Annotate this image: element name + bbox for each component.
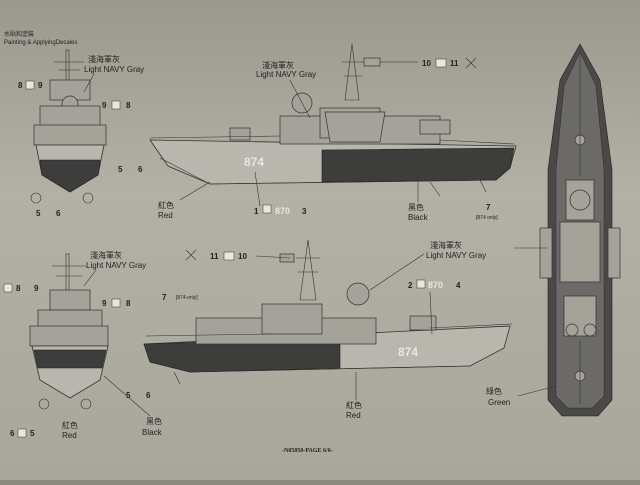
top-side-view: [149, 43, 517, 197]
bottom-gray-cn: 淺海軍灰: [430, 240, 462, 250]
callout-top-mast-11: 11: [450, 59, 459, 68]
callout-top-bow-1: 1: [254, 207, 259, 216]
top-874-only: [874 only]: [476, 215, 498, 221]
callout-top-bottom-5: 5: [36, 209, 41, 218]
callout-bottom-front-8: 8: [16, 284, 21, 293]
callout-top-front-9: 9: [38, 81, 43, 90]
callout-bottom-side-9: 9: [102, 299, 107, 308]
top-front-gray-en: Light NAVY Gray: [84, 65, 144, 74]
callout-bottom-mast-10: 10: [238, 252, 247, 261]
bottom-874-only: [874 only]: [176, 295, 198, 301]
top-gray-en: Light NAVY Gray: [256, 70, 316, 79]
top-front-gray-cn: 淺海軍灰: [88, 54, 120, 64]
bottom-front-gray-cn: 淺海軍灰: [90, 250, 122, 260]
decal-marker: [25, 80, 35, 90]
callout-top-mast-10: 10: [422, 59, 431, 68]
cross-icon: [185, 249, 197, 261]
bottom-front-black-en: Black: [142, 428, 163, 437]
bottom-red-en: Red: [62, 431, 77, 440]
top-gray-cn: 淺海軍灰: [262, 60, 294, 70]
callout-bottom-side-6: 6: [146, 391, 151, 400]
callout-top-side-5: 5: [118, 165, 123, 174]
callout-bottom-bow-870: 870: [428, 280, 443, 290]
bottom-red-cn: 紅色: [62, 420, 78, 430]
decal-marker: [262, 204, 272, 214]
cross-icon: [465, 57, 477, 69]
decal-marker: [435, 58, 447, 68]
callout-bottom-mast-11: 11: [210, 252, 219, 261]
decal-marker: [223, 251, 235, 261]
callout-bottom-bow-2: 2: [408, 281, 413, 290]
hull-number-top: 874: [244, 155, 264, 169]
callout-top-bow-3: 3: [302, 207, 307, 216]
top-front-view: [30, 49, 107, 204]
callout-bottom-bottom-5: 5: [30, 429, 35, 438]
callout-bottom-bottom-6: 6: [10, 429, 15, 438]
hull-number-bottom: 874: [398, 345, 418, 359]
callout-top-side-9: 9: [102, 101, 107, 110]
top-red-cn: 紅色: [158, 200, 174, 210]
bottom-front-gray-en: Light NAVY Gray: [86, 261, 146, 270]
callout-top-side-6: 6: [138, 165, 143, 174]
bottom-front-view: [29, 253, 109, 410]
bottom-front-black-cn: 黑色: [146, 416, 162, 426]
callout-bottom-side-8: 8: [126, 299, 131, 308]
decal-marker: [111, 100, 121, 110]
callout-top-bow-870: 870: [275, 206, 290, 216]
plan-view: [539, 43, 621, 417]
header-title-cn: 水貼和塗裝: [4, 30, 34, 38]
callout-bottom-side-5: 5: [126, 391, 131, 400]
page-footer: -N05050-PAGE 6/6-: [282, 448, 333, 454]
header-title-en: Painting & ApplyingDecales: [4, 40, 77, 46]
top-black-en: Black: [408, 213, 429, 222]
top-black-cn: 黑色: [408, 202, 424, 212]
plan-green-cn: 綠色: [486, 386, 502, 396]
callout-top-stern-7: 7: [486, 203, 491, 212]
bottom-side-view: [143, 239, 513, 385]
callout-bottom-front-9: 9: [34, 284, 39, 293]
callout-bottom-bow-4: 4: [456, 281, 461, 290]
callout-bottom-stern-7: 7: [162, 293, 167, 302]
callout-top-front-8: 8: [18, 81, 23, 90]
callout-top-side-8: 8: [126, 101, 131, 110]
decal-marker: [416, 279, 426, 289]
plan-green-en: Green: [488, 398, 510, 407]
decal-marker: [17, 428, 27, 438]
decal-marker: [3, 283, 13, 293]
callout-top-bottom-6: 6: [56, 209, 61, 218]
bottom-red-side-en: Red: [346, 411, 361, 420]
decal-marker: [111, 298, 121, 308]
bottom-gray-en: Light NAVY Gray: [426, 251, 486, 260]
bottom-red-side-cn: 紅色: [346, 400, 362, 410]
top-red-en: Red: [158, 211, 173, 220]
